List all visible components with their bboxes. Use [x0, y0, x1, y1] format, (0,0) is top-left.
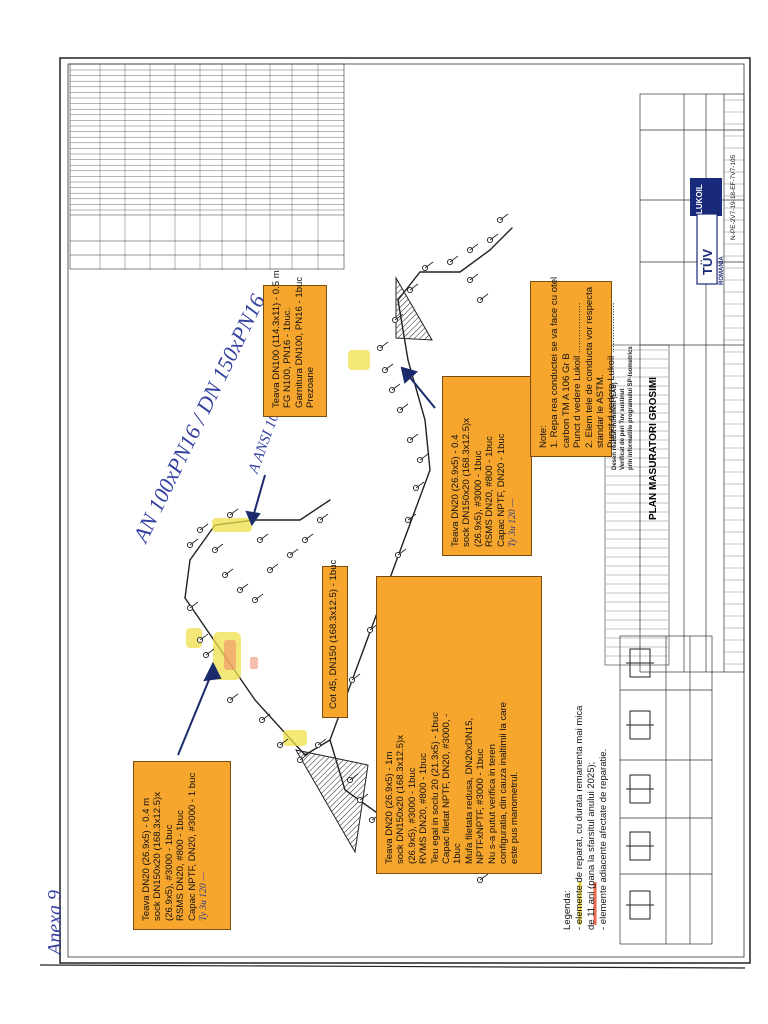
company-lukoil: LUKOIL	[695, 184, 704, 214]
callout-line: Punct d vedere Lukoil ..................…	[572, 302, 584, 448]
callout-line: 1buc	[452, 843, 464, 864]
adjacent-highlights	[224, 640, 258, 670]
callout-line: carbon TM A 106 Gr B	[560, 353, 572, 448]
legend-item-1: - elemente de reparat, cu durata remanen…	[574, 705, 585, 930]
callout-line: Teava DN20 (26.9x5) - 1m	[384, 751, 395, 864]
drawing-number: N-PE-2V7-19-18-EF-7V7-105	[730, 154, 737, 240]
corner-annotation: Anexa 9	[44, 890, 66, 955]
callout-line: standar le ASTM.	[595, 374, 607, 448]
outer-border	[59, 57, 751, 964]
stamp-box	[604, 344, 670, 666]
callout-line: RSMS DN20, #800 - 1buc	[484, 436, 496, 547]
callout-line: Cot 45, DN150 (168.3x12.5) - 1buc	[328, 559, 339, 709]
callout-handnote: Ty 3u 120 —	[507, 498, 519, 547]
callout-line: (26.9x5), #3000 - 1buc	[472, 450, 484, 547]
callout-line: configuratia, din cauza inaltimii la car…	[498, 701, 510, 864]
legend-item-3: - elemente adiacente afectate de reparat…	[598, 748, 609, 930]
hatched-elevation-1	[295, 749, 369, 854]
company-tuv: TÜV	[700, 249, 715, 275]
callout-line: Capac filetat NPTF, DN20, #3000, -	[441, 713, 453, 864]
callout-line: Prezoane	[305, 366, 317, 408]
callout-line: sock DN150x20 (168.3x12.5)x	[461, 417, 473, 547]
callout-line: Teava DN20 (26.9x5) - 0.4 m	[141, 797, 152, 921]
legend-title: Legenda:	[562, 890, 573, 930]
callout-line: Teava DN20 (26.9x5) - 0.4	[450, 434, 461, 547]
legend: Legenda: - elemente de reparat, cu durat…	[562, 706, 610, 930]
company-romania: ROMANIA	[719, 256, 725, 285]
callout-line: (26.9x5), #3000 - 1buc	[163, 824, 175, 921]
tuv-logo	[696, 213, 718, 285]
callout-line: Capac NPTF, DN20 - 1buc	[495, 433, 507, 547]
revision-table	[69, 63, 345, 270]
callout-line: 2. Elem tele de conducta vor respecta	[583, 286, 595, 448]
callout-line: Mufa filetata redusa, DN20xDN15,	[463, 717, 475, 864]
callout-line: RVMS DN20, #800 - 1buc	[418, 753, 430, 864]
callout-line: Note:	[538, 425, 549, 448]
callout-line: este pus manometrul.	[509, 771, 521, 864]
hatched-elevation-2	[395, 276, 433, 341]
callout-line: RSMS DN20, #800 - 1buc	[175, 810, 187, 921]
stamp-line-3: prin informatiile programului SP-Isometr…	[628, 346, 634, 470]
callout-box-3: Cot 45, DN150 (168.3x12.5) - 1buc	[322, 560, 348, 718]
detail-symbols-table	[619, 635, 713, 945]
lukoil-logo	[690, 178, 722, 216]
notes-box: Note:1. Repa rea conductei se va face cu…	[530, 277, 617, 457]
callout-line: sock DN150x20 (168.3x12.5)x	[152, 791, 164, 921]
stamp-line-2: Verificat de peri Tuv sustinut	[620, 388, 626, 470]
callout-line: Teu egal in soclu 20 (21.3x5) - 1buc	[429, 712, 441, 864]
legend-item-2: de 11 ani (pana la sfarsitul anului 2025…	[586, 761, 597, 930]
callout-line: 1. Repa rea conductei se va face cu otel	[549, 276, 561, 448]
drawing-title: PLAN MASURATORI GROSIMI	[648, 377, 659, 520]
stamp-line-1: Desen realizat Intrument (LAB)	[612, 382, 618, 470]
callout-line: Nu s-a putut verifica in teren	[486, 744, 498, 864]
callout-line: Teava DN100 (114.3x11) - 0.5 m	[271, 270, 282, 408]
callout-line: FG N100, PN16 - 1buc.	[282, 307, 294, 408]
callout-line: Garnitura DN100, PN16 - 1buc	[293, 276, 305, 408]
callout-line: (26.9x5), #3000 - 1buc	[406, 767, 418, 864]
callout-line: sock DN150x20 (168.3x12.5)x	[395, 734, 407, 864]
callout-line: Capac NPTF, DN20, #3000 - 1 buc	[186, 772, 198, 921]
callout-handnote: Ty 3u 120 —	[198, 872, 210, 921]
callout-line: NPTFxNPTF, #3000 - 1buc	[475, 748, 487, 864]
